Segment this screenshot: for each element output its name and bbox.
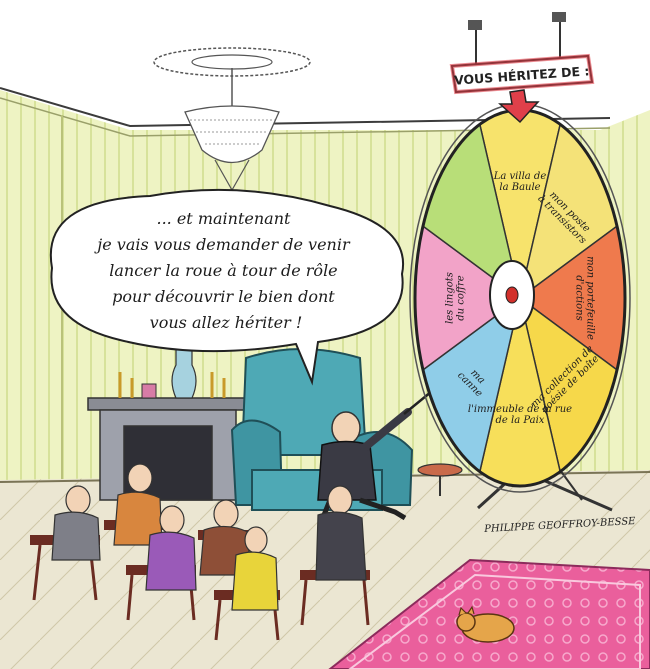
inheritance-sign: VOUS HÉRITEZ DE : (449, 53, 595, 124)
wheel-hub-button[interactable] (505, 286, 519, 304)
side-table (417, 463, 463, 496)
chandelier (153, 47, 311, 192)
speech-line-2: je vais vous demander de venir (94, 235, 351, 254)
speech-line-5: vous allez hériter ! (150, 313, 303, 332)
speech-line-4: pour découvrir le bien dont (112, 287, 335, 306)
speech-line-3: lancer la roue à tour de rôle (109, 261, 337, 280)
heirs-audience (30, 463, 370, 641)
speech-bubble: ... et maintenant je vais vous demander … (49, 188, 405, 386)
svg-text:... et maintenant je vai: ... et maintenant je vais vous demander … (94, 209, 354, 332)
heir-2 (104, 463, 164, 546)
wheel-label-7: les lingotsdu coffre (444, 272, 466, 324)
heir-1 (30, 485, 101, 601)
heir-3 (126, 505, 197, 621)
speech-line-1: ... et maintenant (156, 209, 291, 228)
heir-6 (300, 485, 370, 626)
fireplace (87, 347, 249, 501)
heir-5 (214, 526, 280, 641)
wheel-label-3: mon portefeuilled'actions (574, 256, 596, 340)
sleeping-cat (456, 605, 515, 643)
